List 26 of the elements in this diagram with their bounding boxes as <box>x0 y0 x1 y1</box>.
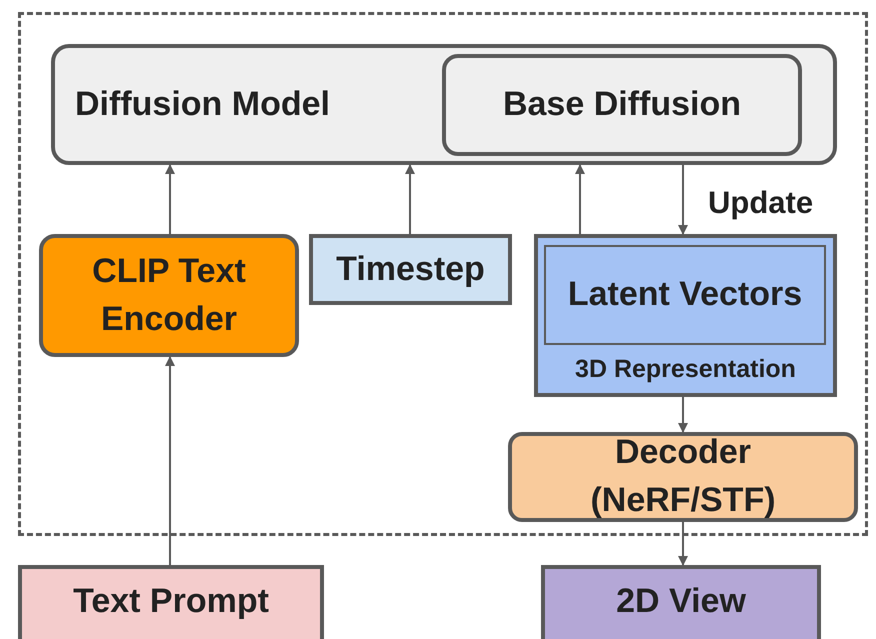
node-label: CLIP Text Encoder <box>91 250 247 340</box>
representation-box <box>534 234 837 397</box>
arrow <box>575 164 585 234</box>
input-box <box>18 565 324 639</box>
arrow <box>678 397 688 433</box>
latent-box <box>544 245 826 345</box>
arrow <box>405 164 415 234</box>
node-label: Latent Vectors <box>568 274 802 316</box>
decoder-box <box>508 432 858 522</box>
encoder-box <box>39 234 299 357</box>
process-box <box>309 234 512 305</box>
node-label: Timestep <box>336 248 485 290</box>
process-box <box>442 54 802 156</box>
dashed-region <box>18 12 868 536</box>
node-label: 2D View <box>616 581 746 622</box>
arrow <box>165 356 175 565</box>
model-box <box>51 44 837 165</box>
arrow <box>678 165 688 235</box>
node-label: Text Prompt <box>73 581 269 622</box>
node-label: Diffusion Model <box>75 84 330 125</box>
node-label: Decoder (NeRF/STF) <box>589 432 777 521</box>
node-label: Base Diffusion <box>502 84 742 126</box>
arrow <box>678 522 688 566</box>
node-label: 3D Representation <box>575 354 796 385</box>
output-box <box>541 565 821 639</box>
arrow <box>165 164 175 234</box>
